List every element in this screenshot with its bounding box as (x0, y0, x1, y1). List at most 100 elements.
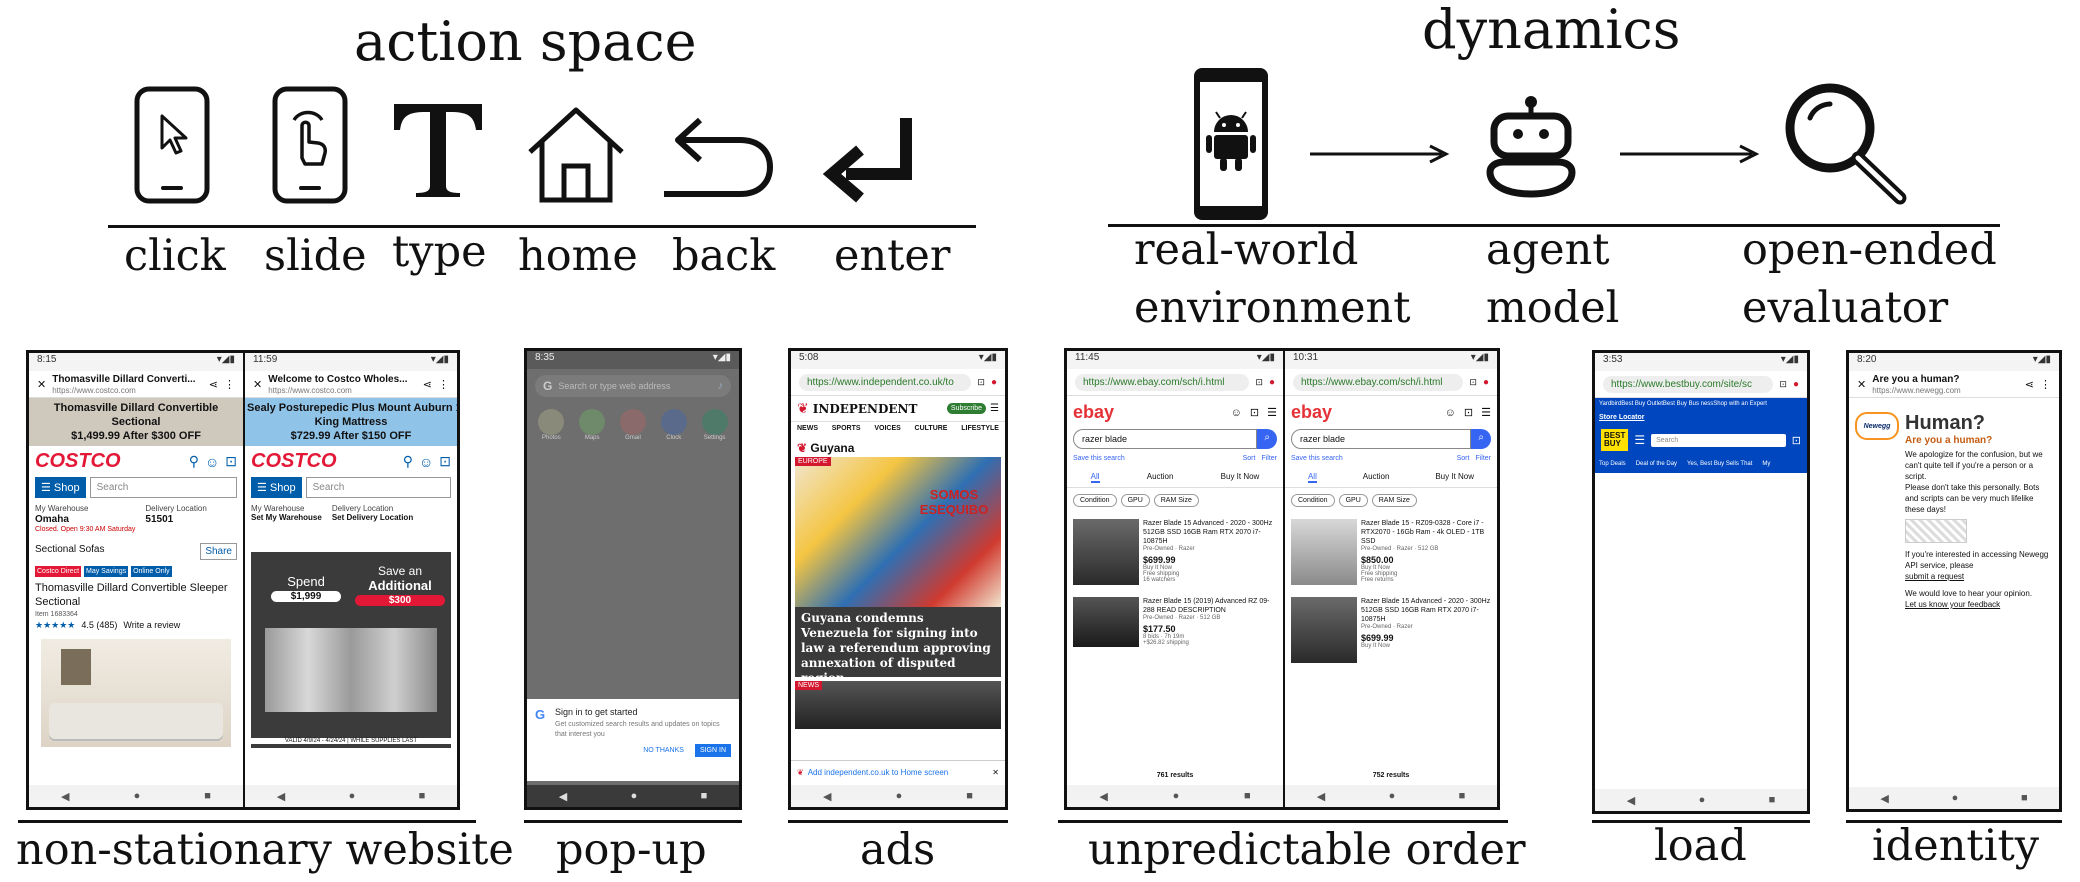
cart-icon[interactable]: ⊡ (225, 453, 237, 469)
breadcrumb[interactable]: Sectional Sofas (35, 544, 105, 555)
nav-recents-icon[interactable]: ■ (966, 790, 973, 802)
sort-button[interactable]: Sort (1456, 455, 1470, 462)
cart-icon[interactable]: ⊡ (1463, 407, 1474, 419)
nav-recents-icon[interactable]: ■ (1768, 794, 1776, 806)
cart-icon[interactable]: ⊡ (439, 453, 451, 469)
app-clock[interactable]: Clock (660, 409, 687, 441)
chip-condition[interactable]: Condition (1073, 494, 1117, 507)
nav-voices[interactable]: VOICES (874, 425, 901, 432)
chip-gpu[interactable]: GPU (1338, 494, 1368, 507)
nav-top-deals[interactable]: Top Deals (1599, 461, 1626, 467)
nav-back-icon[interactable]: ◀ (61, 790, 70, 803)
browser-url-bar[interactable]: ✕ Thomasville Dillard Converti... https:… (29, 371, 243, 398)
nav-back-icon[interactable]: ◀ (1099, 790, 1108, 803)
nav-home-icon[interactable]: ● (1951, 792, 1959, 804)
record-icon[interactable]: ● (1268, 376, 1275, 388)
nav-home-icon[interactable]: ● (133, 790, 141, 802)
nav-home-icon[interactable]: ● (348, 790, 356, 802)
article-card[interactable]: EUROPE SOMOS ESEQUIBO Guyana condemns Ve… (795, 457, 1001, 685)
account-icon[interactable]: ☺ (418, 453, 434, 470)
costco-logo[interactable]: COSTCO (35, 450, 121, 472)
delivery-value[interactable]: Set Delivery Location (331, 513, 414, 522)
google-search-bar[interactable]: G Search or type web address ♪ (535, 375, 731, 397)
cart-icon[interactable]: ⊡ (1791, 434, 1801, 447)
chip-gpu[interactable]: GPU (1120, 494, 1150, 507)
promo-banner[interactable]: Sealy Posturepedic Plus Mount Auburn 13"… (245, 398, 457, 446)
warehouse-value[interactable]: Omaha (35, 514, 69, 525)
record-icon[interactable]: ● (1482, 376, 1489, 388)
search-input[interactable]: razer blade (1291, 429, 1472, 449)
nav-home-icon[interactable]: ● (1388, 790, 1396, 802)
cart-icon[interactable]: ⊡ (1249, 407, 1260, 419)
sign-in-button[interactable]: SIGN IN (694, 744, 731, 757)
close-icon[interactable]: ✕ (253, 378, 263, 391)
nav-home-icon[interactable]: ● (1172, 790, 1180, 802)
browser-url-bar[interactable]: https://www.independent.co.uk/to ⊡ ● (791, 369, 1005, 396)
write-review-link[interactable]: Write a review (123, 620, 181, 630)
tabs-icon[interactable]: ⊡ (1779, 378, 1787, 389)
record-icon[interactable]: ● (990, 376, 997, 388)
chip-ram[interactable]: RAM Size (1153, 494, 1199, 507)
browser-url-bar[interactable]: https://www.ebay.com/sch/i.html ⊡ ● (1285, 369, 1497, 396)
warehouse-value[interactable]: Set My Warehouse (251, 513, 322, 522)
nav-sports[interactable]: SPORTS (831, 425, 861, 432)
ebay-logo[interactable]: ebay (1291, 402, 1333, 422)
search-input[interactable]: Search (1651, 433, 1786, 447)
delivery-zip[interactable]: 51501 (145, 514, 174, 525)
nav-back-icon[interactable]: ◀ (1316, 790, 1326, 803)
listing-item[interactable]: Razer Blade 15 Advanced - 2020 - 300Hz 5… (1285, 591, 1497, 669)
promo-banner[interactable]: Thomasville Dillard Convertible Sectiona… (29, 398, 243, 446)
search-icon[interactable]: ⌕ (1257, 429, 1277, 449)
no-thanks-button[interactable]: NO THANKS (643, 747, 684, 754)
account-icon[interactable]: ☺ (1230, 406, 1242, 419)
filter-button[interactable]: Filter (1261, 455, 1277, 462)
ebay-logo[interactable]: ebay (1073, 402, 1115, 422)
listing-item[interactable]: Razer Blade 15 - RZ09-0328 - Core i7 - R… (1285, 513, 1497, 591)
nav-lifestyle[interactable]: LIFESTYLE (961, 425, 999, 432)
nav-recents-icon[interactable]: ■ (204, 790, 211, 802)
browser-url-bar[interactable]: https://www.bestbuy.com/site/sc ⊡ ● (1595, 371, 1807, 398)
share-icon[interactable]: ⋖ (2024, 378, 2034, 391)
add-to-home-banner[interactable]: ❦ Add independent.co.uk to Home screen ✕ (791, 760, 1005, 783)
nav-deal-of-the-day[interactable]: Deal of the Day (1635, 461, 1678, 467)
save-search-link[interactable]: Save this search (1291, 455, 1343, 462)
independent-logo[interactable]: INDEPENDENT (812, 401, 918, 416)
menu-icon[interactable]: ☰ (990, 403, 999, 414)
sort-button[interactable]: Sort (1242, 455, 1256, 462)
tab-auction[interactable]: Auction (1362, 472, 1390, 481)
listing-item[interactable]: Razer Blade 15 Advanced - 2020 - 300Hz 5… (1067, 513, 1283, 591)
nav-home-icon[interactable]: ● (1698, 794, 1706, 806)
share-icon[interactable]: ⋖ (208, 378, 218, 391)
url-field[interactable]: https://www.ebay.com/sch/i.html (1075, 373, 1250, 391)
app-gmail[interactable]: Gmail (619, 409, 646, 441)
record-icon[interactable]: ● (1792, 378, 1799, 390)
menu-icon[interactable]: ☰ (1481, 407, 1491, 419)
appliance-ad[interactable]: Spend $1,999 Save an Additional $300 VAL… (251, 552, 451, 748)
menu-icon[interactable]: ☰ (1267, 407, 1277, 419)
app-settings[interactable]: Settings (701, 409, 728, 441)
close-icon[interactable]: ✕ (1857, 378, 1867, 391)
search-input[interactable]: Search (89, 477, 237, 498)
second-article-thumb[interactable]: NEWS (795, 681, 1001, 729)
tab-buy-it-now[interactable]: Buy It Now (1435, 472, 1475, 481)
nav-home-icon[interactable]: ● (630, 790, 638, 802)
nav-back-icon[interactable]: ◀ (1880, 792, 1889, 805)
tabs-icon[interactable]: ⊡ (1255, 376, 1263, 387)
menu-icon[interactable]: ⋮ (438, 378, 449, 391)
url-field[interactable]: https://www.bestbuy.com/site/sc (1603, 375, 1774, 393)
share-button[interactable]: Share (200, 543, 237, 560)
browser-url-bar[interactable]: ✕ Are you a human? https://www.newegg.co… (1849, 371, 2059, 398)
tabs-icon[interactable]: ⊡ (977, 376, 985, 387)
nav-my[interactable]: My (1762, 461, 1771, 467)
menu-icon[interactable]: ⋮ (2040, 378, 2051, 391)
url-field[interactable]: https://www.independent.co.uk/to (799, 373, 972, 391)
store-locator-link[interactable]: Store Locator (1595, 410, 1807, 425)
nav-recents-icon[interactable]: ■ (2020, 792, 2028, 804)
bestbuy-logo[interactable]: BEST BUY (1601, 429, 1629, 451)
search-icon[interactable]: ⌕ (1471, 429, 1491, 449)
subscribe-button[interactable]: Subscribe (946, 403, 987, 414)
nav-back-icon[interactable]: ◀ (1626, 794, 1636, 807)
search-input[interactable]: razer blade (1073, 429, 1258, 449)
listing-item[interactable]: Razer Blade 15 (2019) Advanced RZ 09-288… (1067, 591, 1283, 653)
tab-all[interactable]: All (1307, 472, 1317, 483)
